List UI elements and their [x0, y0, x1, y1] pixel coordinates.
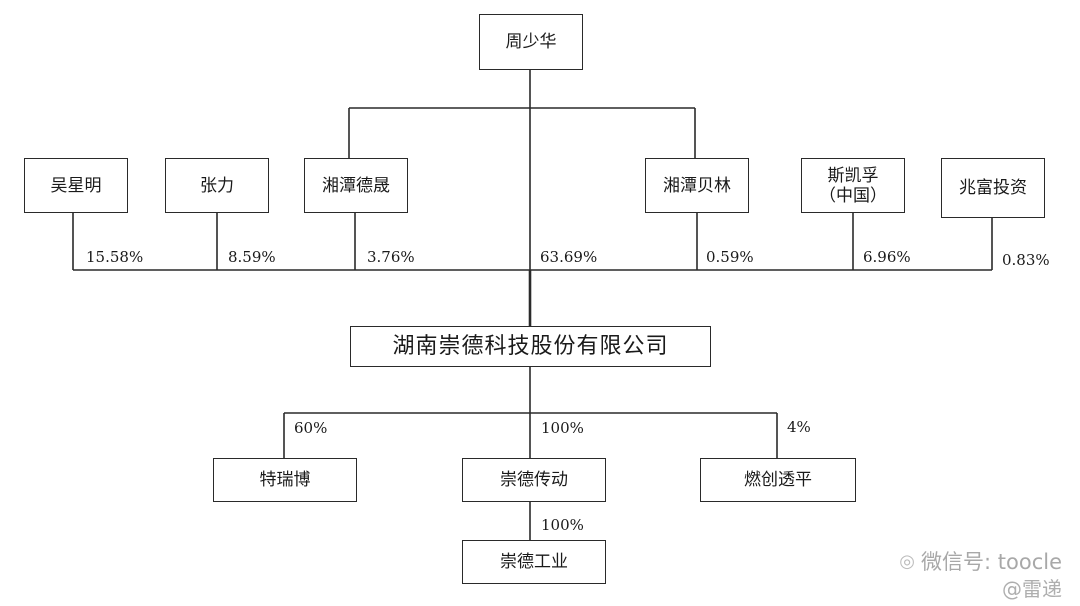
node-label: 湘潭贝林	[663, 175, 731, 196]
node-label: 崇德工业	[500, 552, 568, 572]
watermark-handle: @雷递	[1002, 577, 1062, 601]
node-label: 周少华	[505, 32, 557, 52]
node-label: 湘潭德晟	[322, 175, 390, 196]
pct-shareholder-5: 6.96%	[863, 248, 911, 266]
node-shareholder-4: 湘潭贝林	[645, 158, 749, 213]
pct-shareholder-4: 0.59%	[706, 248, 754, 266]
pct-sub-subsidiary: 100%	[541, 516, 584, 534]
company-label: 湖南崇德科技股份有限公司	[392, 333, 669, 359]
node-shareholder-3: 湘潭德晟	[304, 158, 408, 213]
pct-shareholder-1: 15.58%	[86, 248, 144, 266]
node-subsidiary-2: 崇德传动	[462, 458, 606, 502]
node-shareholder-5: 斯凯孚 （中国）	[801, 158, 905, 213]
watermark-text: 微信号: toocle	[921, 550, 1062, 574]
node-label: 特瑞博	[259, 470, 311, 490]
wechat-icon: ◎	[899, 550, 916, 572]
pct-shareholder-3: 3.76%	[367, 248, 415, 266]
pct-subsidiary-3: 4%	[787, 418, 811, 436]
node-label: 燃创透平	[744, 470, 812, 490]
node-label: 崇德传动	[500, 470, 568, 490]
watermark: ◎ 微信号: toocle	[899, 546, 1062, 576]
node-shareholder-6: 兆富投资	[941, 158, 1045, 218]
pct-subsidiary-1: 60%	[294, 419, 328, 437]
node-subsidiary-1: 特瑞博	[213, 458, 357, 502]
node-label: 张力	[200, 175, 234, 196]
pct-subsidiary-2: 100%	[541, 419, 584, 437]
node-label: 兆富投资	[959, 178, 1027, 198]
pct-shareholder-2: 8.59%	[228, 248, 276, 266]
node-zhou-shaohua: 周少华	[479, 14, 583, 70]
node-company: 湖南崇德科技股份有限公司	[350, 326, 711, 367]
node-label: 斯凯孚 （中国）	[819, 165, 887, 206]
node-shareholder-1: 吴星明	[24, 158, 128, 213]
node-subsidiary-3: 燃创透平	[700, 458, 856, 502]
pct-top-shareholder: 63.69%	[540, 248, 598, 266]
pct-shareholder-6: 0.83%	[1002, 251, 1050, 269]
node-sub-subsidiary: 崇德工业	[462, 540, 606, 584]
node-shareholder-2: 张力	[165, 158, 269, 213]
node-label: 吴星明	[50, 175, 102, 196]
